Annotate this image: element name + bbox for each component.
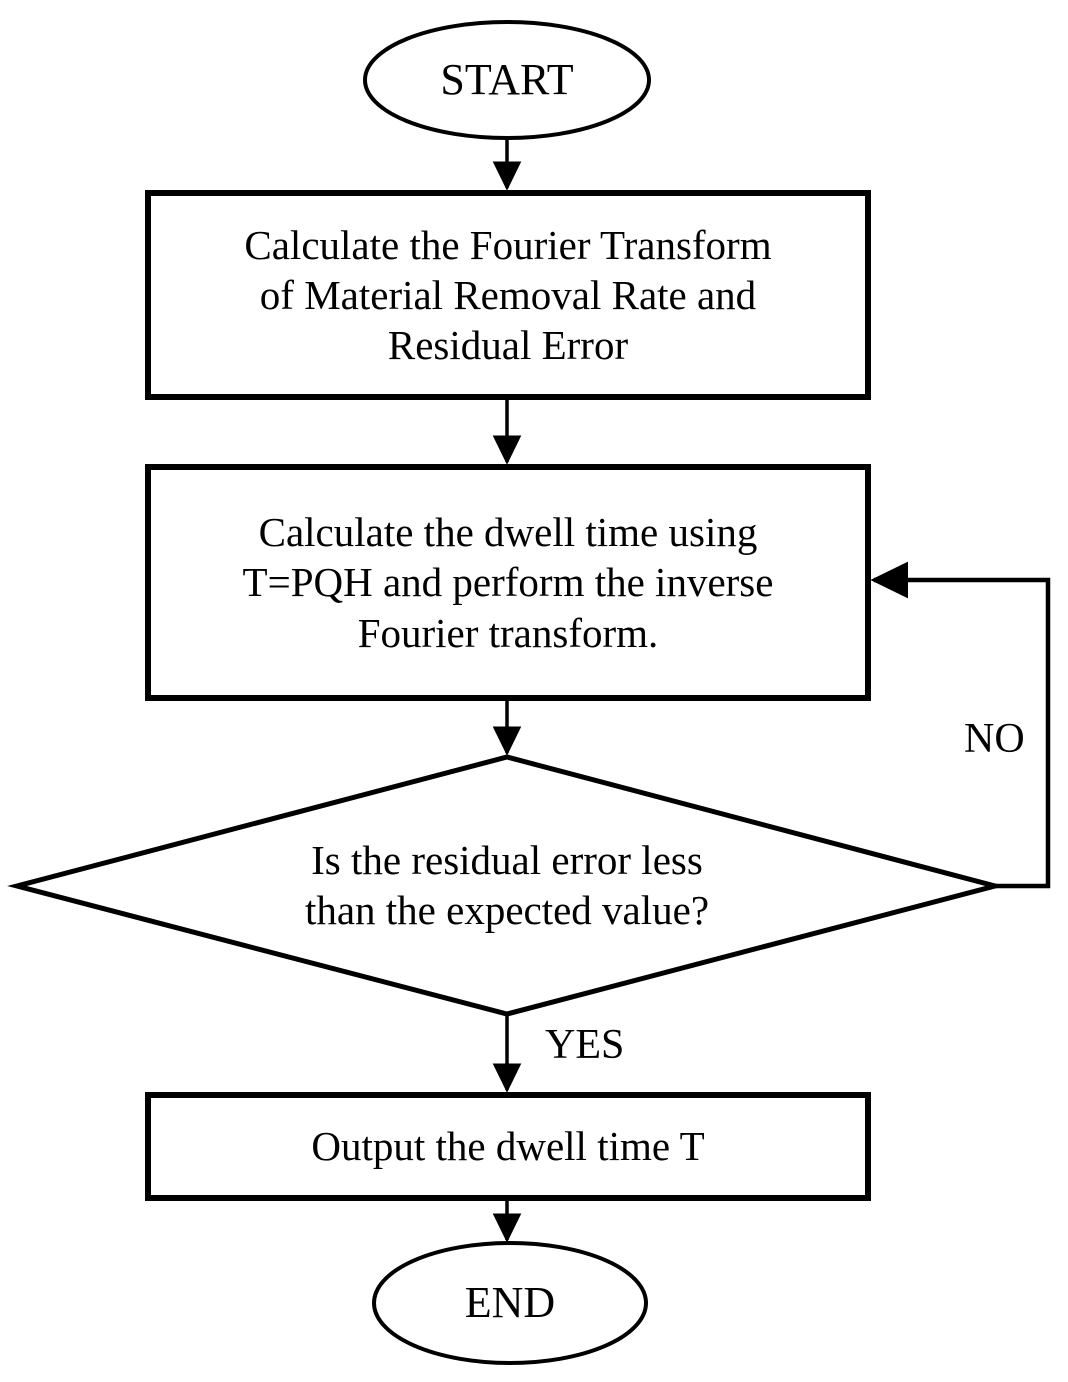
node-fourier-transform-shape[interactable] <box>145 190 871 400</box>
edge-label-no: NO <box>964 716 1025 762</box>
edge-label-yes: YES <box>545 1022 625 1068</box>
node-output-dwell-time-shape[interactable] <box>145 1092 871 1201</box>
node-end-shape[interactable] <box>372 1241 648 1365</box>
node-residual-check-shape[interactable] <box>7 754 1005 1017</box>
node-dwell-time-shape[interactable] <box>145 464 871 701</box>
node-start-shape[interactable] <box>363 20 651 140</box>
edge-no-feedback-loop <box>870 561 1051 889</box>
